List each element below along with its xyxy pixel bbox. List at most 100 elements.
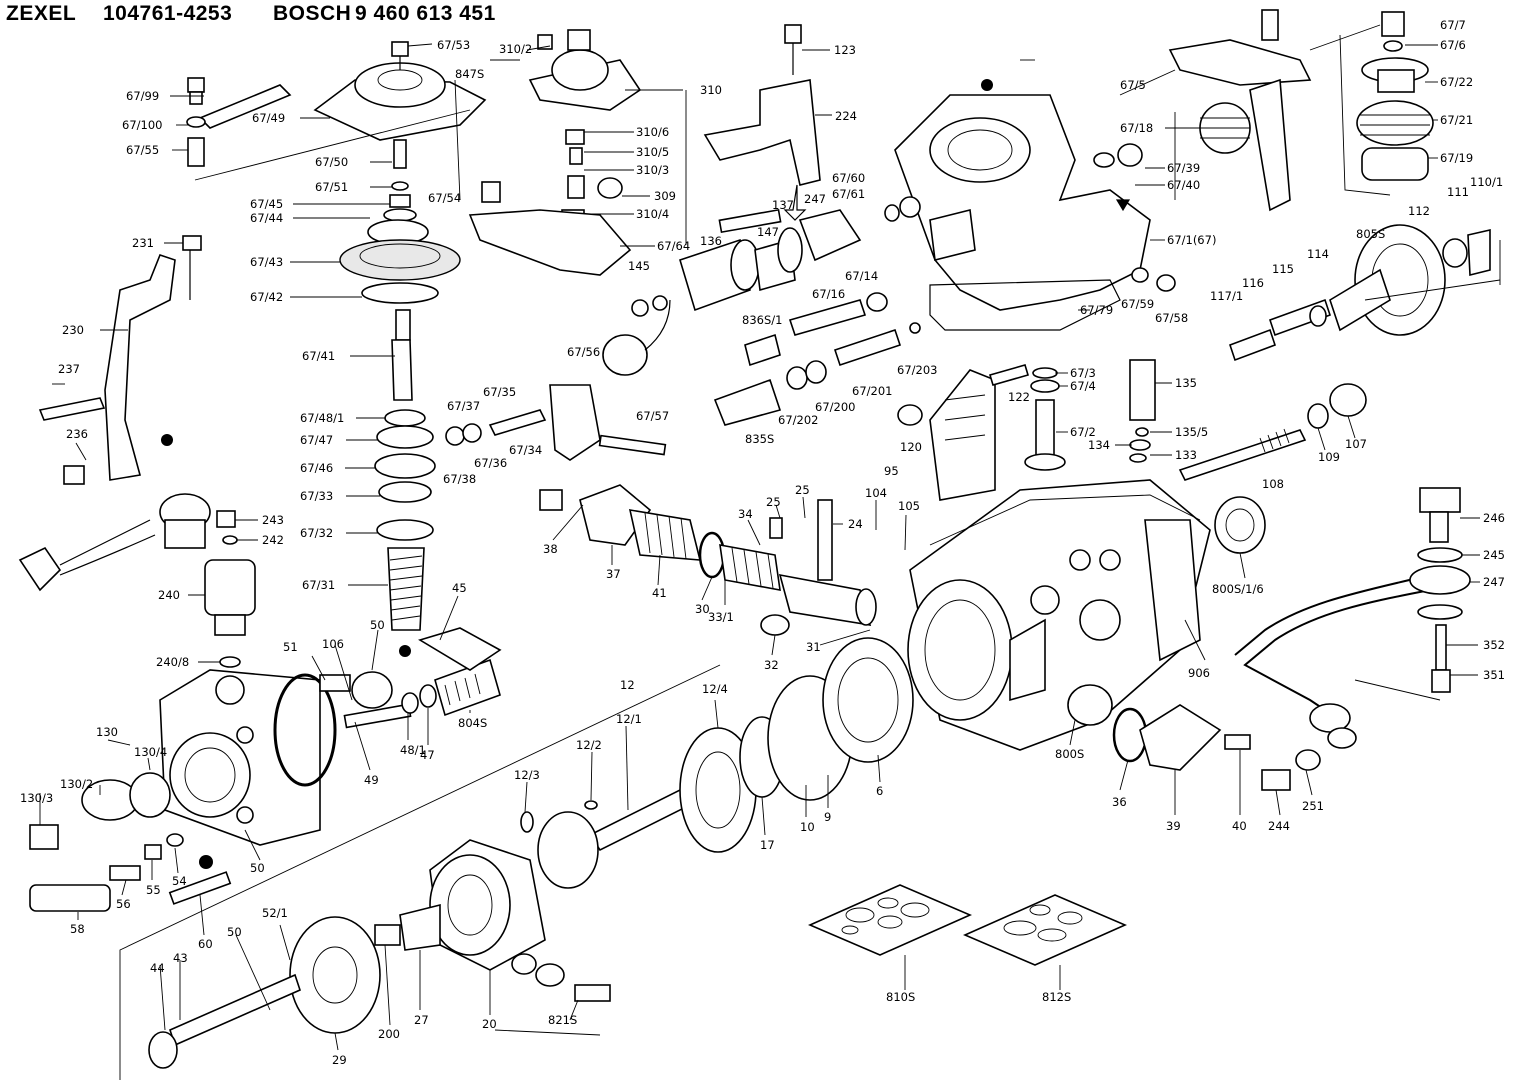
governor-spring-67 xyxy=(1168,9,1434,212)
callout-67-40: 67/40 xyxy=(1167,178,1200,192)
callout-25-b: 25 xyxy=(795,483,810,497)
callout-810s: 810S xyxy=(886,990,915,1004)
callout-147: 147 xyxy=(757,225,779,239)
callout-67-4: 67/4 xyxy=(1070,379,1096,393)
callout-67-6: 67/6 xyxy=(1440,38,1466,52)
callout-41: 41 xyxy=(652,586,667,600)
callout-104: 104 xyxy=(865,486,887,500)
callout-835s: 835S xyxy=(745,432,774,446)
callout-67-42: 67/42 xyxy=(250,290,283,304)
callout-310: 310 xyxy=(700,83,722,97)
callout-67-14: 67/14 xyxy=(845,269,878,283)
callout-130-4: 130/4 xyxy=(134,745,167,759)
callout-67-79: 67/79 xyxy=(1080,303,1113,317)
callout-67-16: 67/16 xyxy=(812,287,845,301)
callout-67-100: 67/100 xyxy=(122,118,162,132)
callout-67-34: 67/34 xyxy=(509,443,542,457)
callout-67-60: 67/60 xyxy=(832,171,865,185)
callout-247-top: 247 xyxy=(804,192,826,206)
callout-237: 237 xyxy=(58,362,80,376)
callout-67-64: 67/64 xyxy=(657,239,690,253)
callout-805s: 805S xyxy=(1356,227,1385,241)
callout-110-1: 110/1 xyxy=(1470,175,1503,189)
callout-27: 27 xyxy=(414,1013,429,1027)
leader-lines xyxy=(39,24,1480,1051)
callout-67-55: 67/55 xyxy=(126,143,159,157)
callout-67-1-67: 67/1(67) xyxy=(1167,233,1216,247)
callout-243: 243 xyxy=(262,513,284,527)
callout-836s-1: 836S/1 xyxy=(742,313,782,327)
callout-52-1: 52/1 xyxy=(262,906,288,920)
callout-20: 20 xyxy=(482,1017,497,1031)
callout-47: 47 xyxy=(420,748,435,762)
callout-105: 105 xyxy=(898,499,920,513)
bracket-310 xyxy=(468,29,642,276)
callout-120: 120 xyxy=(900,440,922,454)
callout-9: 9 xyxy=(824,810,831,824)
callout-804s: 804S xyxy=(458,716,487,730)
roller-ring-20 xyxy=(148,839,611,1069)
callout-242: 242 xyxy=(262,533,284,547)
callout-67-38: 67/38 xyxy=(443,472,476,486)
brand-zexel: ZEXEL xyxy=(6,2,77,25)
callout-56: 56 xyxy=(116,897,131,911)
brand-bosch: BOSCH xyxy=(273,2,352,25)
callout-67-61: 67/61 xyxy=(832,187,865,201)
callout-67-45: 67/45 xyxy=(250,197,283,211)
callout-12-2: 12/2 xyxy=(576,738,602,752)
callout-51: 51 xyxy=(283,640,298,654)
diagram-header: ZEXEL 104761-4253 BOSCH 9 460 613 451 xyxy=(0,0,560,34)
callout-labels: 67/53 310/2 847S 310 310/6 310/5 310/3 3… xyxy=(20,18,1505,1067)
callout-130: 130 xyxy=(96,725,118,739)
solenoid-136 xyxy=(631,208,862,317)
callout-17: 17 xyxy=(760,838,775,852)
callout-108: 108 xyxy=(1262,477,1284,491)
callout-67-32: 67/32 xyxy=(300,526,333,540)
callout-67-49: 67/49 xyxy=(252,111,285,125)
callout-33-1: 33/1 xyxy=(708,610,734,624)
callout-134: 134 xyxy=(1088,438,1110,452)
callout-67-51: 67/51 xyxy=(315,180,348,194)
adjusting-screws xyxy=(713,292,921,426)
drive-shaft-12 xyxy=(520,637,914,889)
callout-230: 230 xyxy=(62,323,84,337)
callout-244: 244 xyxy=(1268,819,1290,833)
callout-67-35: 67/35 xyxy=(483,385,516,399)
callout-67-53: 67/53 xyxy=(437,38,470,52)
callout-135-5: 135/5 xyxy=(1175,425,1208,439)
callout-309: 309 xyxy=(654,189,676,203)
bracket-230 xyxy=(38,235,202,485)
callout-67-47: 67/47 xyxy=(300,433,333,447)
callout-67-59: 67/59 xyxy=(1121,297,1154,311)
callout-29: 29 xyxy=(332,1053,347,1067)
callout-115: 115 xyxy=(1272,262,1294,276)
callout-12-3: 12/3 xyxy=(514,768,540,782)
callout-12: 12 xyxy=(620,678,635,692)
callout-106: 106 xyxy=(322,637,344,651)
callout-12-4: 12/4 xyxy=(702,682,728,696)
callout-240-8: 240/8 xyxy=(156,655,189,669)
callout-12-1: 12/1 xyxy=(616,712,642,726)
shaft-108 xyxy=(1178,383,1367,481)
hydraulic-head xyxy=(159,669,337,869)
callout-10: 10 xyxy=(800,820,815,834)
callout-50-top: 50 xyxy=(370,618,385,632)
callout-67-57: 67/57 xyxy=(636,409,669,423)
callout-67-31: 67/31 xyxy=(302,578,335,592)
callout-67-48-1: 67/48/1 xyxy=(300,411,344,425)
callout-114: 114 xyxy=(1307,247,1329,261)
callout-67-2: 67/2 xyxy=(1070,425,1096,439)
callout-67-56: 67/56 xyxy=(567,345,600,359)
callout-352: 352 xyxy=(1483,638,1505,652)
bosch-part-number: 9 460 613 451 xyxy=(355,2,496,25)
callout-49: 49 xyxy=(364,773,379,787)
callout-67-5: 67/5 xyxy=(1120,78,1146,92)
callout-67-37: 67/37 xyxy=(447,399,480,413)
callout-43: 43 xyxy=(173,951,188,965)
callout-40: 40 xyxy=(1232,819,1247,833)
callout-67-44: 67/44 xyxy=(250,211,283,225)
spring-stack-804s xyxy=(319,627,502,729)
callout-37: 37 xyxy=(606,567,621,581)
callout-45: 45 xyxy=(452,581,467,595)
